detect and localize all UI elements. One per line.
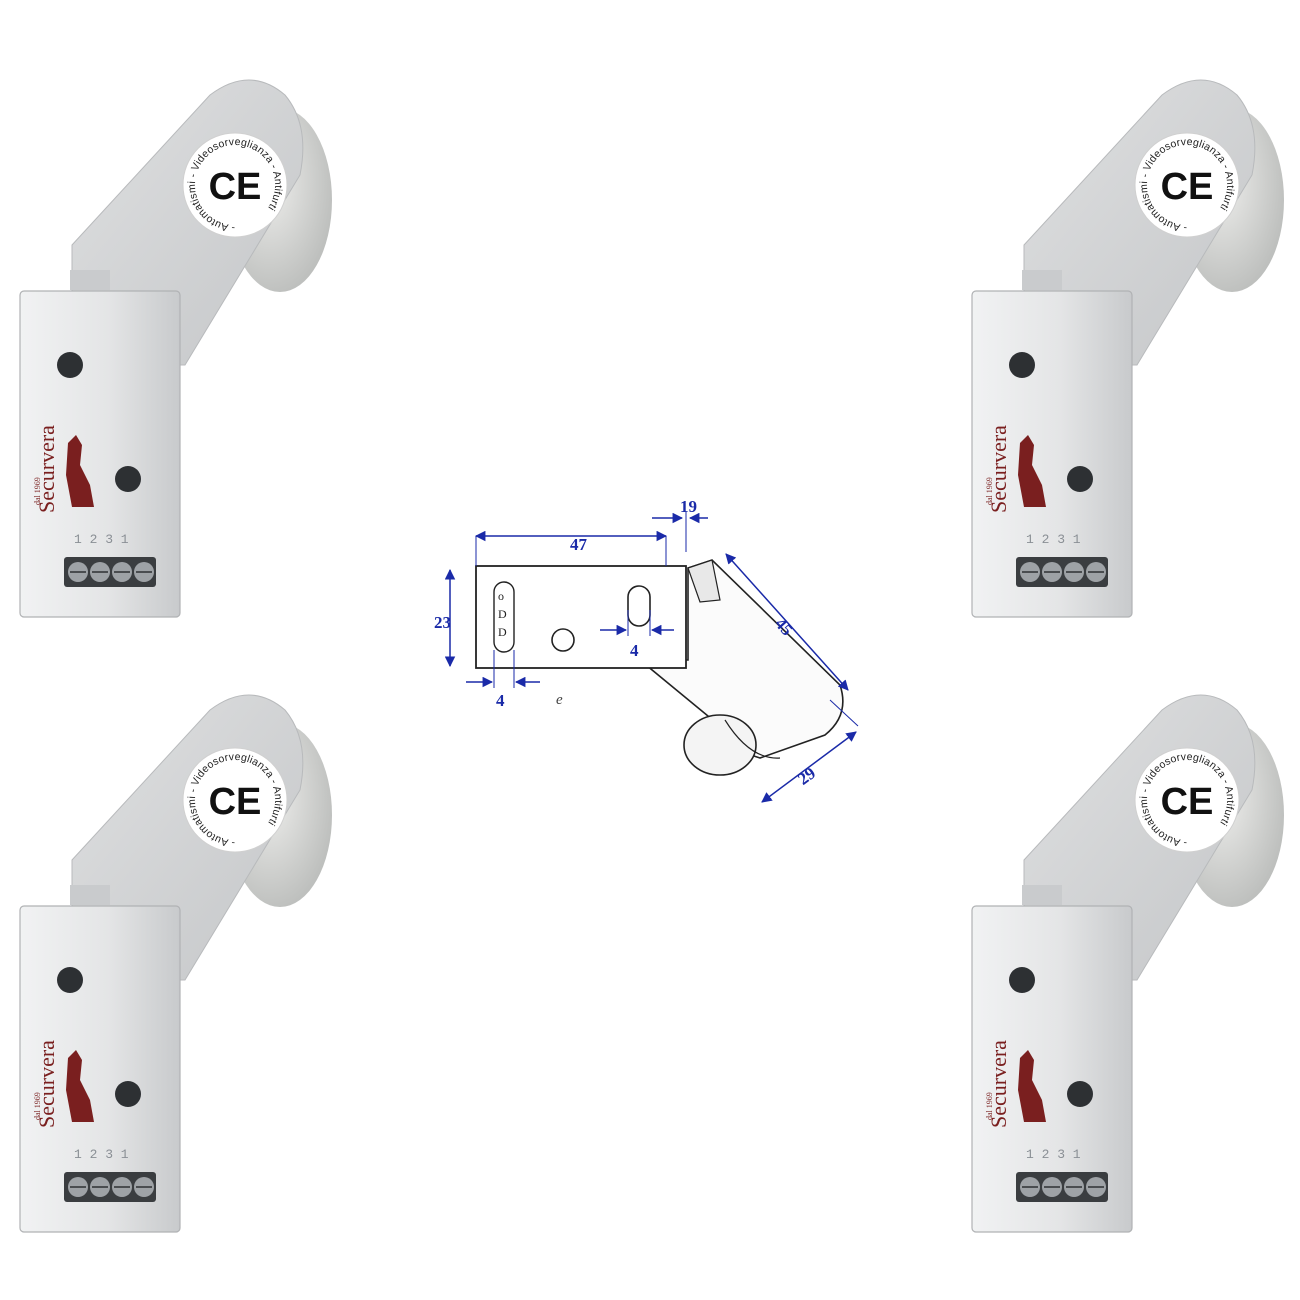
diagram-label-e: e <box>556 692 563 708</box>
brand-dog-icon <box>66 1050 94 1122</box>
svg-text:D: D <box>498 625 507 639</box>
brand-logo: Securvera dal 1969 <box>33 1040 94 1128</box>
code-marking: 1 2 3 1 <box>74 532 129 547</box>
dimension-slot-4: 4 <box>466 650 540 710</box>
mount-hole-upper <box>1009 967 1035 993</box>
mount-hole-upper <box>57 967 83 993</box>
brand-name: Securvera <box>34 425 59 513</box>
technical-drawing-svg: o D D 47 19 23 <box>434 497 859 803</box>
mount-hole-lower <box>1067 1081 1093 1107</box>
sensor-device-bottom-right: - Automatismi - Videosorveglianza - Anti… <box>962 680 1300 1250</box>
ce-mark-icon: CE <box>1161 166 1214 208</box>
arm-step <box>70 270 110 290</box>
mount-hole-lower <box>115 1081 141 1107</box>
arm-step <box>1022 885 1062 905</box>
sensor-device-top-right: - Automatismi - Videosorveglianza - Anti… <box>962 65 1300 635</box>
brand-name: Securvera <box>986 425 1011 513</box>
brand-logo: Securvera dal 1969 <box>985 425 1046 513</box>
technical-drawing: o D D 47 19 23 <box>420 490 880 820</box>
ce-seal-sticker: - Automatismi - Videosorveglianza - Anti… <box>182 132 288 238</box>
brand-since: dal 1969 <box>985 1092 994 1120</box>
brand-name: Securvera <box>986 1040 1011 1128</box>
dim-label-hole-4: 4 <box>630 641 639 660</box>
dimension-offset-19: 19 <box>652 497 708 552</box>
brand-dog-icon <box>1018 1050 1046 1122</box>
terminal-block <box>64 557 156 587</box>
dimension-height-23: 23 <box>434 568 456 668</box>
dim-label-23: 23 <box>434 613 451 632</box>
sensor-device-svg: - Automatismi - Videosorveglianza - Anti… <box>19 79 332 618</box>
code-marking: 1 2 3 1 <box>74 1147 129 1162</box>
sensor-device-svg: - Automatismi - Videosorveglianza - Anti… <box>971 694 1284 1233</box>
terminal-block <box>1016 557 1108 587</box>
ce-seal-sticker: - Automatismi - Videosorveglianza - Anti… <box>1134 132 1240 238</box>
dim-label-slot-4: 4 <box>496 691 505 710</box>
ce-seal-sticker: - Automatismi - Videosorveglianza - Anti… <box>182 747 288 853</box>
mount-hole-upper <box>57 352 83 378</box>
brand-dog-icon <box>66 435 94 507</box>
brand-name: Securvera <box>34 1040 59 1128</box>
dim-label-47: 47 <box>570 535 588 554</box>
code-marking: 1 2 3 1 <box>1026 1147 1081 1162</box>
brand-logo: Securvera dal 1969 <box>33 425 94 513</box>
brand-since: dal 1969 <box>33 1092 42 1120</box>
ce-seal-sticker: - Automatismi - Videosorveglianza - Anti… <box>1134 747 1240 853</box>
ce-mark-icon: CE <box>209 166 262 208</box>
ce-mark-icon: CE <box>209 781 262 823</box>
code-marking: 1 2 3 1 <box>1026 532 1081 547</box>
ce-mark-icon: CE <box>1161 781 1214 823</box>
sensor-device-bottom-left: - Automatismi - Videosorveglianza - Anti… <box>10 680 350 1250</box>
terminal-block <box>1016 1172 1108 1202</box>
brand-dog-icon <box>1018 435 1046 507</box>
drawing-block: o D D <box>475 565 687 669</box>
dimension-hole-4: 4 <box>600 610 674 660</box>
terminal-block <box>64 1172 156 1202</box>
brand-logo: Securvera dal 1969 <box>985 1040 1046 1128</box>
svg-text:o: o <box>498 589 504 603</box>
arm-step <box>1022 270 1062 290</box>
svg-text:D: D <box>498 607 507 621</box>
mount-hole-lower <box>115 466 141 492</box>
arm-step <box>70 885 110 905</box>
dimension-width-47: 47 <box>474 530 668 566</box>
dim-label-19: 19 <box>680 497 697 516</box>
brand-since: dal 1969 <box>985 477 994 505</box>
brand-since: dal 1969 <box>33 477 42 505</box>
dim-label-29: 29 <box>794 763 819 788</box>
mount-hole-lower <box>1067 466 1093 492</box>
mount-hole-upper <box>1009 352 1035 378</box>
sensor-device-svg: - Automatismi - Videosorveglianza - Anti… <box>19 694 332 1233</box>
sensor-device-top-left: - Automatismi - Videosorveglianza - Anti… <box>10 65 350 635</box>
sensor-device-svg: - Automatismi - Videosorveglianza - Anti… <box>971 79 1284 618</box>
